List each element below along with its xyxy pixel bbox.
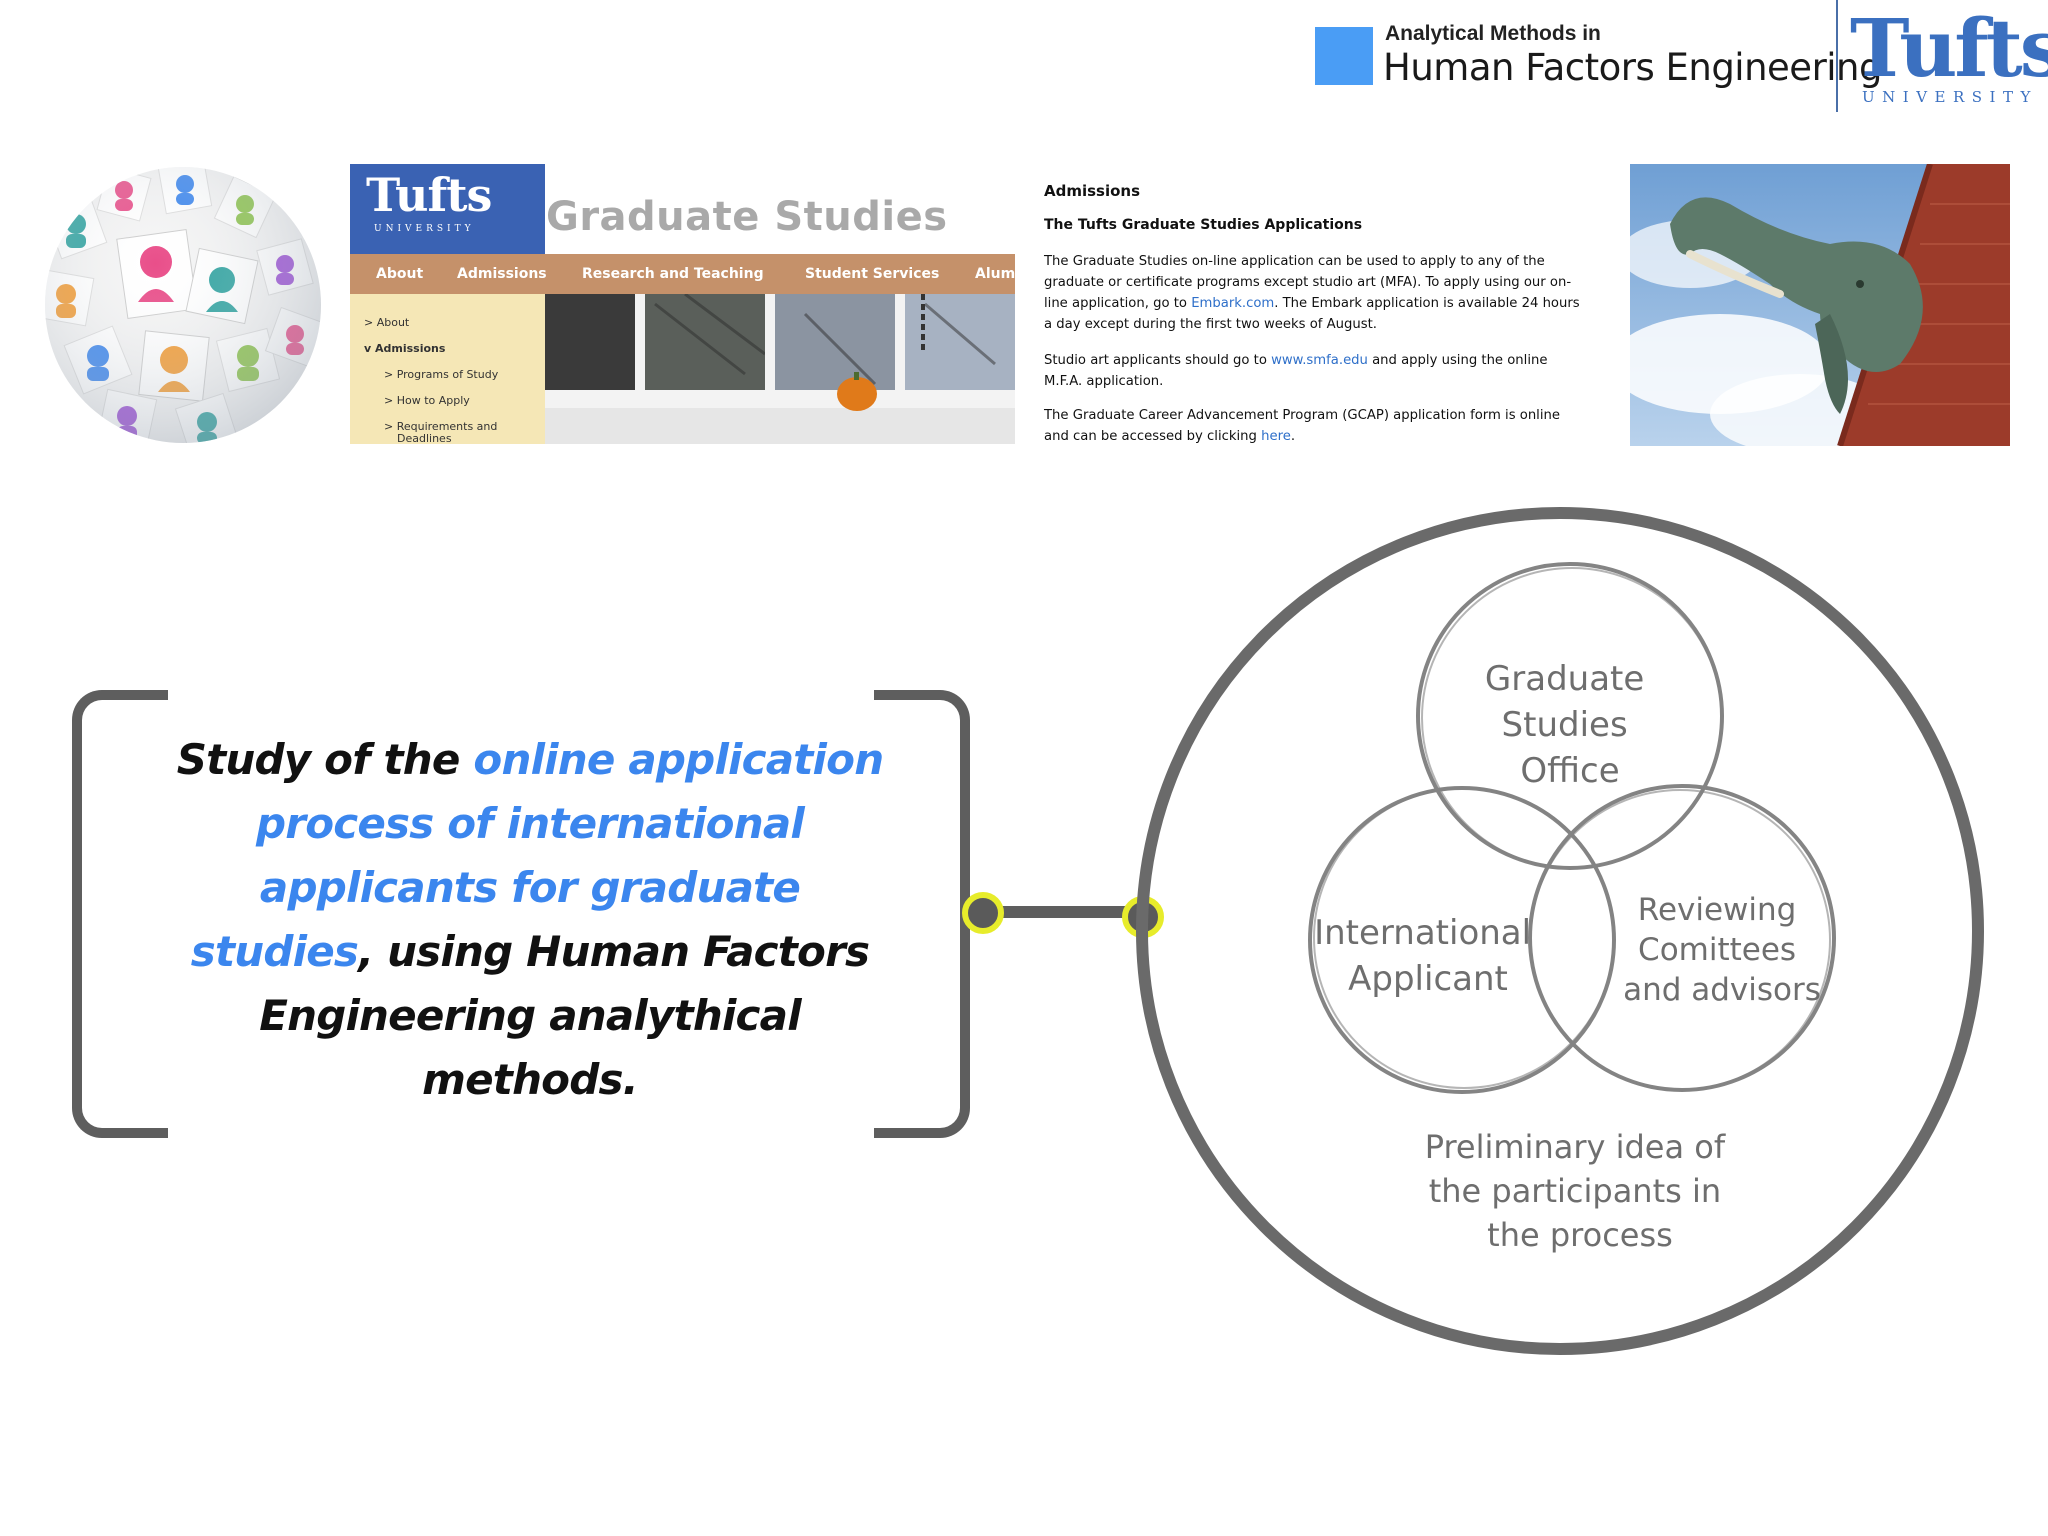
participants-diagram: Graduate Studies Office International Ap… xyxy=(1130,498,1990,1358)
website-sidebar-item: Deadlines xyxy=(397,432,452,444)
gcap-here-link[interactable]: here xyxy=(1261,429,1291,444)
course-title: Human Factors Engineering xyxy=(1383,46,1883,89)
tufts-logo-subtitle: UNIVERSITY xyxy=(1862,88,2038,106)
website-nav-student-services: Student Services xyxy=(805,266,940,282)
website-nav-about: About xyxy=(376,266,424,282)
admissions-paragraph-3: The Graduate Career Advancement Program … xyxy=(1044,408,1560,444)
website-nav-alumni: Alum xyxy=(975,266,1015,282)
website-title: Graduate Studies xyxy=(546,194,948,240)
admissions-heading: Admissions xyxy=(1044,182,1141,200)
connector-line xyxy=(980,906,1145,918)
website-nav-bar: About Admissions Research and Teaching S… xyxy=(350,254,1015,294)
website-logo: Tufts UNIVERSITY xyxy=(350,164,545,254)
website-sidebar: > About v Admissions > Programs of Study… xyxy=(350,294,545,444)
website-nav-admissions: Admissions xyxy=(457,266,547,282)
website-sidebar-item: v Admissions xyxy=(364,342,446,355)
jumbo-elephant-photo xyxy=(1630,164,2010,446)
tufts-logo: Tufts xyxy=(1850,1,2048,95)
website-sidebar-item: > Requirements and xyxy=(384,420,498,433)
graduate-studies-website-screenshot: Tufts UNIVERSITY Graduate Studies About … xyxy=(350,164,1015,444)
statement-highlight: online application process of internatio… xyxy=(190,735,884,976)
admissions-subheading: The Tufts Graduate Studies Applications xyxy=(1044,217,1363,233)
connector-dot-left xyxy=(962,892,1004,934)
left-bracket xyxy=(72,690,168,1138)
study-statement: Study of the online application process … xyxy=(176,735,884,1104)
diagram-caption: Preliminary idea of the participants in … xyxy=(1425,1128,1736,1254)
venn-label-reviewing-committees: Reviewing Comittees and advisors xyxy=(1623,892,1821,1008)
website-sidebar-item: > Programs of Study xyxy=(384,368,499,381)
website-sidebar-item: > How to Apply xyxy=(384,394,470,407)
people-globe-image xyxy=(45,167,321,443)
admissions-text-screenshot: Admissions The Tufts Graduate Studies Ap… xyxy=(1040,176,1590,446)
venn-label-international-applicant: International Applicant xyxy=(1314,913,1542,999)
website-nav-research: Research and Teaching xyxy=(582,266,764,282)
course-color-block xyxy=(1315,27,1373,85)
header-divider xyxy=(1836,0,1838,112)
venn-label-graduate-office: Graduate Studies Office xyxy=(1485,659,1655,791)
course-label-small: Analytical Methods in xyxy=(1385,22,1601,45)
embark-link[interactable]: Embark.com xyxy=(1191,296,1275,311)
admissions-paragraph-2: Studio art applicants should go to www.s… xyxy=(1044,353,1548,389)
outer-circle xyxy=(1136,507,1984,1355)
admissions-paragraph-1: The Graduate Studies on-line application… xyxy=(1044,254,1580,332)
window-pumpkin-photo xyxy=(545,294,1015,444)
website-sidebar-item: > About xyxy=(364,316,410,329)
smfa-link[interactable]: www.smfa.edu xyxy=(1271,353,1368,368)
